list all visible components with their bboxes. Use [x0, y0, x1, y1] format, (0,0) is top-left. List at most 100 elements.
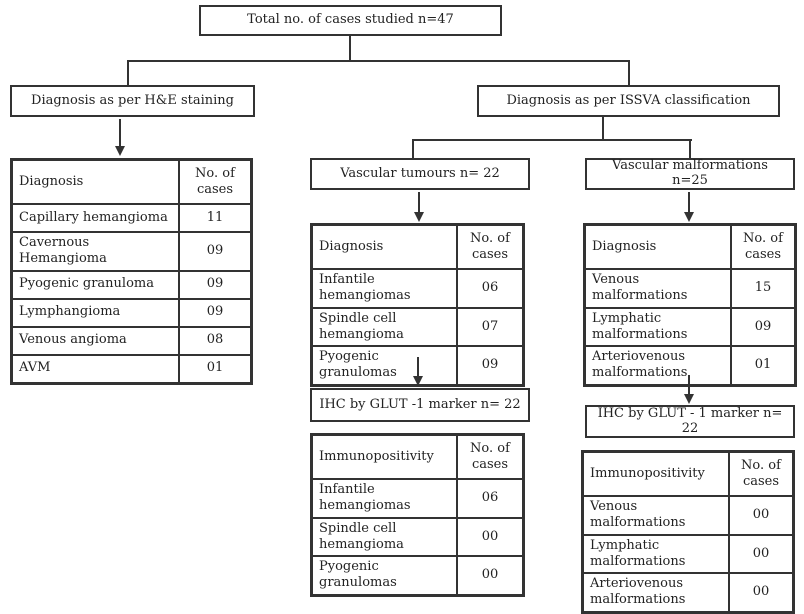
- connector-line: [127, 60, 630, 62]
- cases-cell: 09: [178, 231, 253, 272]
- node-issva-classification: Diagnosis as per ISSVA classification: [477, 85, 780, 117]
- column-header: No. of cases: [456, 223, 525, 270]
- diagnosis-cell: Capillary hemangioma: [10, 203, 180, 233]
- node-vascular-tumours: Vascular tumours n= 22: [310, 158, 530, 190]
- diagnosis-cell: Pyogenic granulomas: [310, 555, 458, 596]
- diagnosis-cell: Venous angioma: [10, 325, 180, 356]
- diagnosis-cell: Cavernous Hemangioma: [10, 231, 180, 272]
- diagnosis-cell: Lymphatic malformations: [583, 306, 732, 347]
- cases-cell: 09: [178, 297, 253, 328]
- cases-cell: 09: [730, 306, 797, 347]
- column-header: Diagnosis: [310, 223, 458, 270]
- cases-cell: 06: [456, 478, 525, 519]
- arrow-down-icon: [114, 119, 126, 156]
- connector-line: [349, 36, 351, 62]
- diagnosis-cell: Infantile hemangiomas: [310, 478, 458, 519]
- cases-cell: 00: [456, 516, 525, 557]
- cases-cell: 01: [178, 353, 253, 384]
- diagnosis-cell: Spindle cell hemangioma: [310, 306, 458, 347]
- node-vascular-tumours-label: Vascular tumours n= 22: [340, 165, 500, 181]
- column-header: No. of cases: [730, 223, 797, 270]
- node-malformations-ihc-glut1-label: IHC by GLUT - 1 marker n= 22: [597, 405, 783, 436]
- node-malformations-ihc-glut1: IHC by GLUT - 1 marker n= 22: [585, 405, 795, 438]
- cases-cell: 00: [728, 533, 795, 574]
- diagnosis-cell: Pyogenic granulomas: [310, 345, 458, 386]
- cases-cell: 09: [456, 345, 525, 386]
- node-vascular-malformations-label: Vascular malformations n=25: [612, 158, 768, 188]
- diagnosis-cell: Venous malformations: [583, 268, 732, 309]
- node-he-staining: Diagnosis as per H&E staining: [10, 85, 255, 117]
- node-vascular-malformations: Vascular malformations n=25: [585, 158, 795, 190]
- node-total-cases-label: Total no. of cases studied n=47: [247, 12, 454, 28]
- column-header: Diagnosis: [583, 223, 732, 270]
- arrow-down-icon: [683, 375, 695, 404]
- node-tumours-ihc-glut1: IHC by GLUT -1 marker n= 22: [310, 388, 530, 422]
- connector-line: [127, 60, 129, 85]
- arrow-down-icon: [413, 192, 425, 222]
- cases-cell: 15: [730, 268, 797, 309]
- column-header: Immunopositivity: [310, 433, 458, 480]
- cases-cell: 11: [178, 203, 253, 233]
- connector-line: [412, 139, 692, 141]
- cases-cell: 00: [728, 572, 795, 613]
- node-issva-classification-label: Diagnosis as per ISSVA classification: [506, 92, 751, 108]
- column-header: No. of cases: [728, 450, 795, 497]
- cases-cell: 09: [178, 269, 253, 300]
- node-he-staining-label: Diagnosis as per H&E staining: [31, 92, 234, 108]
- arrow-down-icon: [683, 192, 695, 222]
- node-total-cases: Total no. of cases studied n=47: [199, 5, 502, 36]
- column-header: Immunopositivity: [581, 450, 730, 497]
- cases-cell: 08: [178, 325, 253, 356]
- connector-line: [412, 139, 414, 158]
- diagnosis-cell: Pyogenic granuloma: [10, 269, 180, 300]
- column-header: No. of cases: [456, 433, 525, 480]
- column-header: No. of cases: [178, 158, 253, 205]
- connector-line: [602, 117, 604, 141]
- diagnosis-cell: Spindle cell hemangioma: [310, 516, 458, 557]
- cases-cell: 06: [456, 268, 525, 309]
- diagnosis-cell: AVM: [10, 353, 180, 384]
- diagnosis-cell: Arteriovenous malformations: [581, 572, 730, 613]
- node-tumours-ihc-glut1-label: IHC by GLUT -1 marker n= 22: [319, 396, 521, 412]
- diagnosis-cell: Arteriovenous malformations: [583, 345, 732, 386]
- diagnosis-cell: Infantile hemangiomas: [310, 268, 458, 309]
- connector-line: [689, 139, 691, 158]
- cases-cell: 00: [728, 495, 795, 536]
- cases-cell: 01: [730, 345, 797, 386]
- diagnosis-cell: Lymphatic malformations: [581, 533, 730, 574]
- cases-cell: 00: [456, 555, 525, 596]
- arrow-down-icon: [412, 357, 424, 386]
- diagnosis-cell: Venous malformations: [581, 495, 730, 536]
- connector-line: [628, 60, 630, 85]
- column-header: Diagnosis: [10, 158, 180, 205]
